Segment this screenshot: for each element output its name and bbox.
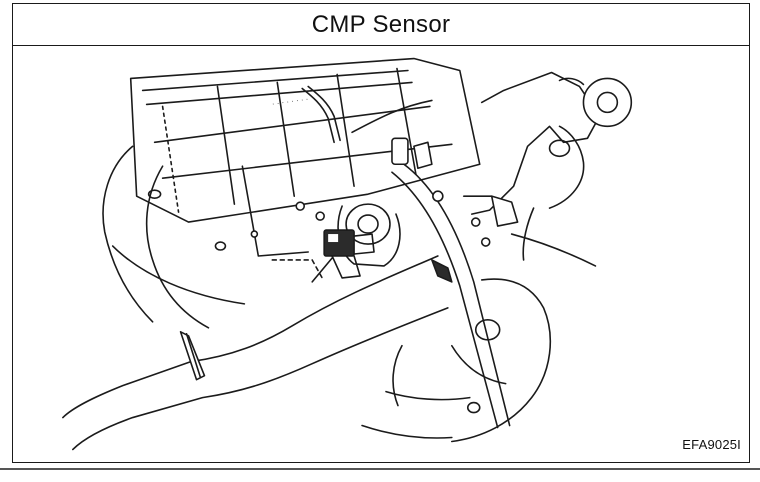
page-divider — [0, 468, 760, 470]
plug-wires — [301, 85, 433, 170]
engine-illustration: · · · · · · · · — [62, 57, 633, 451]
manifold — [102, 145, 323, 329]
engine-block — [361, 278, 552, 443]
cam-housing — [337, 203, 401, 267]
alternator-bracket — [462, 71, 633, 267]
valve-cover: · · · · · · · · — [129, 57, 481, 223]
bolts — [250, 190, 491, 247]
figure-title: CMP Sensor — [13, 4, 749, 46]
vacuum-hose — [391, 163, 511, 429]
figure-code: EFA9025I — [682, 437, 741, 452]
figure-frame: CMP Sensor · · · · · · · · — [12, 3, 750, 463]
cmp-sensor — [311, 229, 375, 283]
intake-hose — [62, 255, 449, 451]
